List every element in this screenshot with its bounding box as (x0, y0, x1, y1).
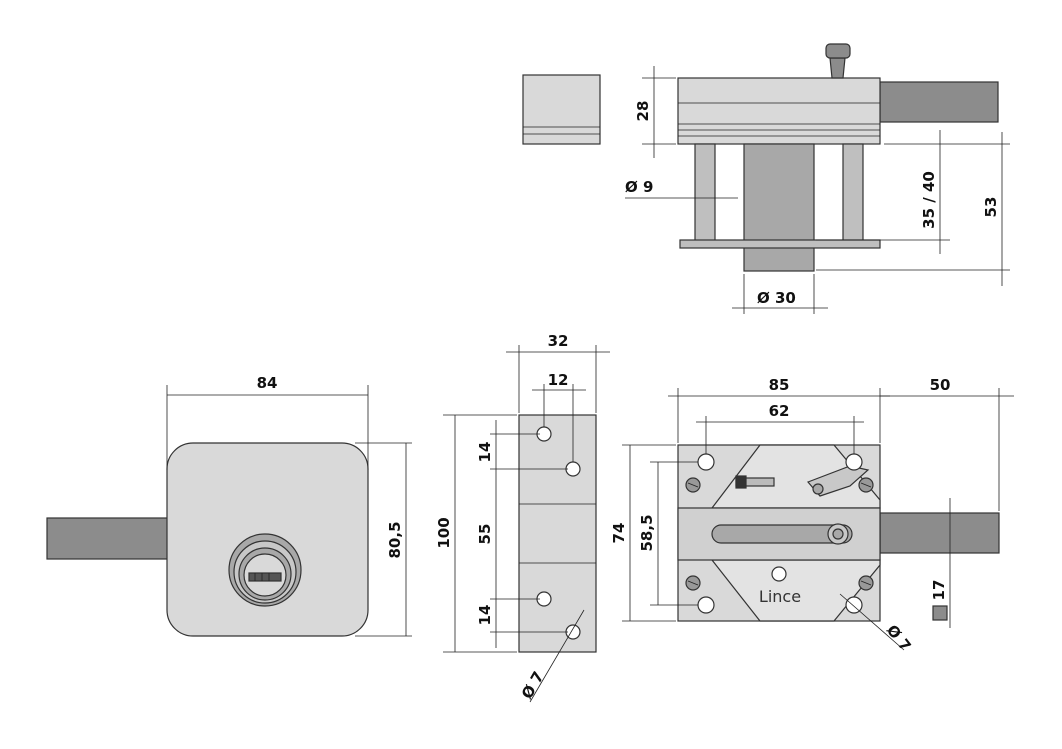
dim-pin-diameter: Ø 9 (625, 178, 653, 196)
side-hole (565, 461, 581, 477)
back-hole (845, 453, 863, 471)
mounting-pin (842, 143, 864, 242)
back-view: Lince 85 62 50 74 58,5 17 Ø 7 (610, 376, 1014, 655)
dim-side-width: 32 (548, 332, 569, 350)
back-hole (697, 596, 715, 614)
knob-cap (825, 43, 851, 59)
back-hole (771, 566, 787, 582)
base-plate (679, 239, 881, 249)
dim-side-bottom-offset: 14 (476, 605, 494, 626)
mounting-pin (694, 143, 716, 242)
dim-bolt-throw: 50 (930, 376, 951, 394)
knob-icon (829, 57, 846, 79)
dim-back-hole-vertical: 58,5 (638, 514, 656, 551)
dim-side-hole-diameter: Ø 7 (518, 668, 548, 702)
dim-back-hole-spacing: 62 (769, 402, 790, 420)
keyhole-icon (248, 572, 282, 582)
back-bolt (879, 512, 1000, 554)
side-view: 32 12 100 14 55 14 Ø 7 (435, 332, 610, 703)
cylinder-body (743, 143, 815, 272)
top-body (677, 77, 881, 145)
back-hole (697, 453, 715, 471)
front-view: 84 80,5 (46, 374, 412, 637)
screw-icon (685, 477, 701, 493)
front-bolt (46, 517, 171, 560)
screw-icon (685, 575, 701, 591)
dim-side-hole-spacing: 12 (548, 371, 569, 389)
screw-icon (858, 575, 874, 591)
dim-side-top-offset: 14 (476, 442, 494, 463)
dim-front-width: 84 (257, 374, 278, 392)
dim-bolt-section: 17 (930, 580, 948, 601)
side-body (518, 414, 597, 653)
dim-top-height: 28 (634, 101, 652, 122)
dim-side-height: 100 (435, 517, 453, 548)
brand-label: Lince (759, 587, 801, 606)
dim-back-width: 85 (769, 376, 790, 394)
bolt-section-swatch (932, 605, 948, 621)
dim-back-hole-diameter: Ø 7 (883, 621, 915, 654)
dim-back-height: 74 (610, 523, 628, 544)
dim-front-height: 80,5 (386, 521, 404, 558)
slider-slot (711, 524, 853, 544)
top-view: 28 Ø 9 35 / 40 53 Ø 30 (522, 43, 1010, 314)
keeper-block (522, 74, 601, 145)
dim-cylinder-diameter: Ø 30 (757, 289, 796, 307)
dim-total-depth: 53 (982, 197, 1000, 218)
dim-side-middle: 55 (476, 524, 494, 545)
screw-icon (858, 477, 874, 493)
back-hole (845, 596, 863, 614)
dim-depth-range: 35 / 40 (920, 171, 938, 229)
top-bolt (879, 81, 999, 123)
